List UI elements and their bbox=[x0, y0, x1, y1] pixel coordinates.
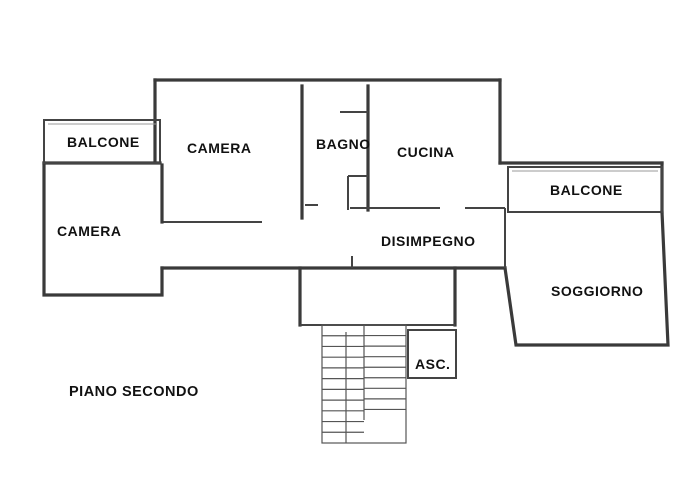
room-label-ascensore: ASC. bbox=[415, 356, 450, 372]
floor-label: PIANO SECONDO bbox=[69, 384, 199, 400]
room-label-camera-top: CAMERA bbox=[187, 140, 251, 156]
elevator-shaft bbox=[407, 329, 457, 379]
room-label-soggiorno: SOGGIORNO bbox=[551, 283, 643, 299]
room-label-bagno: BAGNO bbox=[316, 136, 371, 152]
interior-walls bbox=[160, 84, 662, 268]
room-label-balcone-right: BALCONE bbox=[550, 182, 623, 198]
room-label-disimpegno: DISIMPEGNO bbox=[381, 233, 475, 249]
room-label-cucina: CUCINA bbox=[397, 144, 454, 160]
staircase bbox=[321, 324, 407, 444]
room-label-balcone-left: BALCONE bbox=[67, 134, 140, 150]
room-label-camera-left: CAMERA bbox=[57, 223, 121, 239]
